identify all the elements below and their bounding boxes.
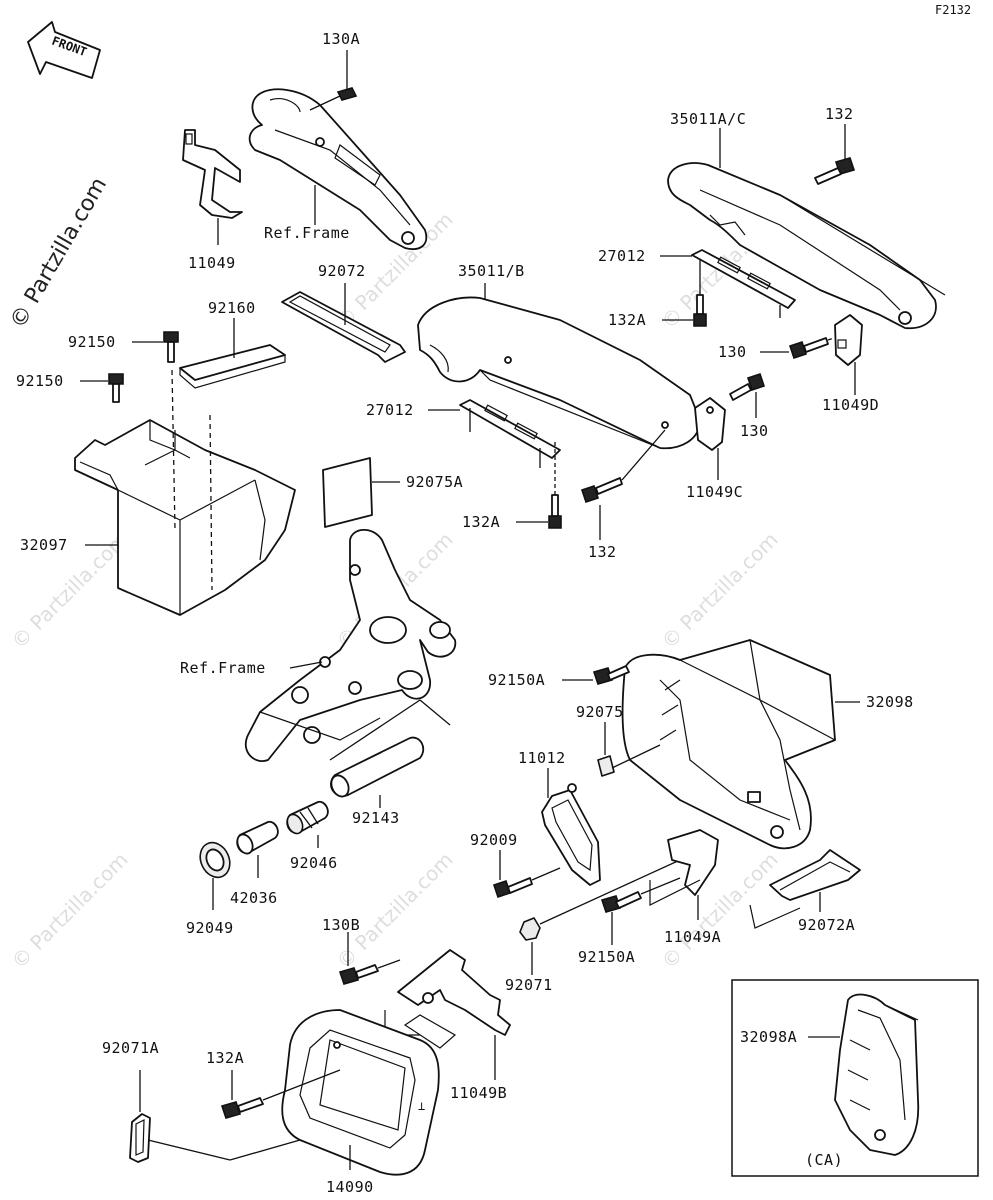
callout-130b: 130B: [322, 916, 360, 934]
bolt-130-mid: [729, 372, 766, 401]
strap-92072: [281, 291, 406, 363]
bolt-132a-bot: [220, 1069, 341, 1119]
inset-box: [731, 979, 979, 1177]
bolt-132a-mid: [548, 440, 562, 529]
bearing-92046: [286, 800, 329, 835]
nut-92071: [519, 859, 681, 941]
callout-92150a-top: 92150A: [488, 671, 545, 689]
callout-11049a: 11049A: [664, 928, 721, 946]
seal-92049: [199, 841, 231, 879]
bracket-11049c: [694, 397, 726, 451]
callout-92160: 92160: [208, 299, 256, 317]
bracket-27012-mid: [459, 399, 561, 468]
callout-11049d: 11049D: [822, 396, 879, 414]
cover-14090: ⊥: [281, 1009, 440, 1176]
bolt-92150a-bot: [600, 877, 681, 913]
callout-92150a-bot: 92150A: [578, 948, 635, 966]
bracket-11049: [182, 129, 243, 219]
watermark-main: © Partzilla.com: [6, 173, 113, 333]
callout-92049: 92049: [186, 919, 234, 937]
bolt-130b: [338, 959, 401, 985]
callout-130-mid: 130: [740, 422, 769, 440]
watermark: © Partzilla.com: [657, 527, 783, 653]
callout-92009: 92009: [470, 831, 518, 849]
callout-11049: 11049: [188, 254, 236, 272]
callout-35011ac: 35011A/C: [670, 110, 746, 128]
figure-code: F2132: [935, 3, 971, 17]
callout-32098a: 32098A: [740, 1028, 797, 1046]
chain-cover-35011ac: [667, 162, 946, 330]
callout-130a-top: 130A: [322, 30, 360, 48]
inset-label: (CA): [805, 1151, 843, 1169]
grommet-92071a: [129, 1113, 151, 1163]
callout-27012-mid: 27012: [366, 401, 414, 419]
callout-92072: 92072: [318, 262, 366, 280]
bolt-92150-a: [163, 331, 179, 363]
callout-92150-a: 92150: [68, 333, 116, 351]
side-cover-32098: [621, 639, 836, 850]
bracket-27012-top: [691, 249, 796, 318]
strap-92072a: [749, 849, 861, 929]
cover-symbol: ⊥: [418, 1099, 425, 1113]
callout-27012-top: 27012: [598, 247, 646, 265]
callout-132a-bot: 132A: [206, 1049, 244, 1067]
collar-92143: [330, 736, 425, 798]
sleeve-42036: [236, 820, 279, 855]
bracket-11049a: [649, 829, 719, 906]
callout-14090: 14090: [326, 1178, 374, 1196]
callout-132-top: 132: [825, 105, 854, 123]
callout-130-right: 130: [718, 343, 747, 361]
bolt-92150a-top: [592, 665, 630, 685]
callout-32097: 32097: [20, 536, 68, 554]
callout-132-mid: 132: [588, 543, 617, 561]
bolt-130-right: [788, 335, 841, 360]
callout-132a-mid: 132A: [462, 513, 500, 531]
bolt-132-top: [814, 157, 856, 185]
watermark: © Partzilla.com: [657, 847, 783, 973]
callout-11049b: 11049B: [450, 1084, 507, 1102]
callout-92075: 92075: [576, 703, 624, 721]
chain-cover-35011b: [417, 296, 701, 450]
bolt-132-mid: [580, 429, 666, 504]
callout-42036: 42036: [230, 889, 278, 907]
gasket-92075a: [322, 457, 373, 528]
screw-92009: [492, 867, 561, 899]
callout-32098: 32098: [866, 693, 914, 711]
bolt-132a-top: [693, 294, 707, 327]
cover-11012: [541, 783, 601, 886]
grommet-92075: [597, 744, 661, 777]
callout-92071: 92071: [505, 976, 553, 994]
callout-92150-b: 92150: [16, 372, 64, 390]
callout-ref-frame-mid: Ref.Frame: [180, 659, 266, 677]
callout-92046: 92046: [290, 854, 338, 872]
callout-92071a: 92071A: [102, 1039, 159, 1057]
callout-11012: 11012: [518, 749, 566, 767]
front-arrow-icon: FRONT: [27, 21, 101, 79]
watermark: © Partzilla.com: [332, 847, 458, 973]
watermark: © Partzilla.com: [7, 847, 133, 973]
bolt-92150-b: [108, 373, 124, 403]
pad-92160: [179, 344, 286, 389]
ref-frame-top-drawing: [248, 88, 428, 250]
callout-132a-top: 132A: [608, 311, 646, 329]
battery-case-32097: [74, 369, 296, 616]
bracket-11049d: [834, 314, 863, 366]
bolt-130a-top: [309, 87, 358, 111]
side-cover-32098a: [834, 993, 920, 1156]
callout-92143: 92143: [352, 809, 400, 827]
callout-92072a: 92072A: [798, 916, 855, 934]
callout-35011b: 35011/B: [458, 262, 525, 280]
callout-92075a: 92075A: [406, 473, 463, 491]
ref-frame-mid-drawing: [245, 528, 457, 762]
callout-ref-frame-top: Ref.Frame: [264, 224, 350, 242]
callout-11049c: 11049C: [686, 483, 743, 501]
